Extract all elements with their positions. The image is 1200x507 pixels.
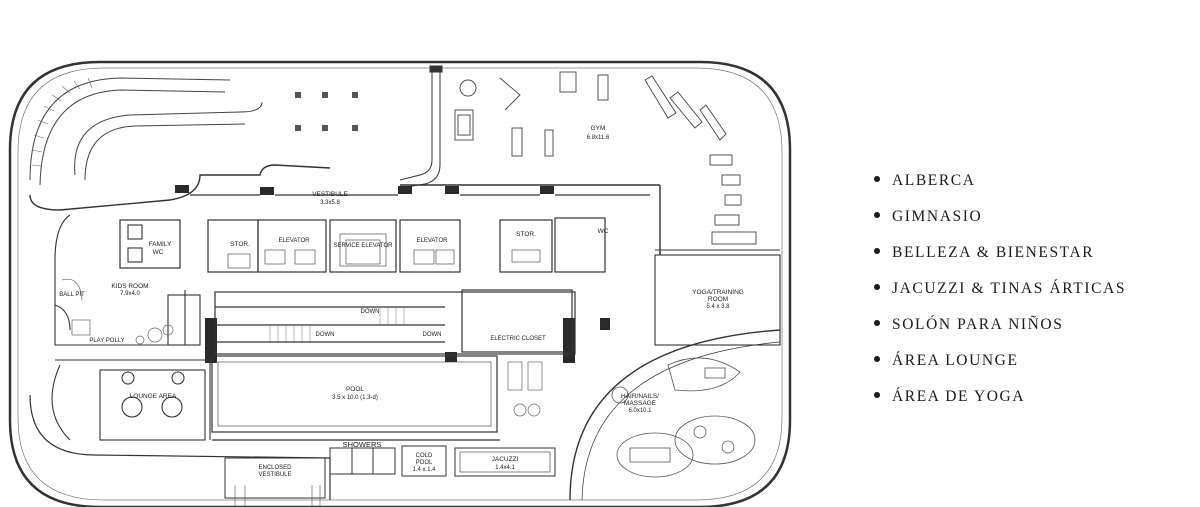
spiral-stair — [29, 77, 263, 186]
pool-label: POOL — [346, 386, 364, 393]
bullet-icon — [874, 212, 880, 219]
elevator-details — [227, 233, 541, 269]
amenity-label: BELLEZA & BIENESTAR — [892, 244, 1095, 261]
hair-nails-label-line1: HAIR/NAILS/ — [621, 393, 659, 400]
lower-curve-wall — [29, 394, 331, 500]
amenity-item: ÁREA DE YOGA — [874, 386, 1126, 422]
wet-area — [329, 445, 556, 477]
yoga-room-label-line1: YOGA/TRAINING — [692, 289, 744, 296]
bullet-icon — [874, 356, 880, 363]
showers-label: SHOWERS — [343, 440, 382, 449]
amenity-label: GIMNASIO — [892, 208, 983, 225]
lounge-area-walls — [51, 359, 211, 441]
amenity-label: SOLÓN PARA NIÑOS — [892, 316, 1064, 333]
electric-closet-label: ELECTRIC CLOSET — [490, 336, 546, 342]
stair-hatching — [269, 307, 405, 342]
down-label-3: DOWN — [423, 332, 442, 338]
amenity-label: ALBERCA — [892, 172, 976, 189]
kids-room-dims: 7.9x4.0 — [120, 291, 140, 297]
wc-label: WC — [598, 228, 609, 235]
play-furniture — [61, 278, 174, 345]
pool-area — [211, 355, 500, 441]
service-elevator-label: SERVICE ELEVATOR — [334, 243, 394, 249]
elevator-right-label: ELEVATOR — [416, 238, 448, 244]
amenity-label: JACUZZI & TINAS ÁRTICAS — [892, 280, 1127, 297]
building-outline — [8, 60, 792, 507]
amenity-item: ALBERCA — [874, 170, 1126, 206]
amenity-item: BELLEZA & BIENESTAR — [874, 242, 1126, 278]
pool-loungers — [507, 361, 543, 417]
salon-furniture — [611, 357, 756, 478]
play-polly-label: PLAY POLLY — [89, 338, 124, 344]
amenity-item: SOLÓN PARA NIÑOS — [874, 314, 1126, 350]
amenities-list: ALBERCA GIMNASIO BELLEZA & BIENESTAR JAC… — [874, 170, 1126, 422]
exit-steps — [234, 485, 321, 507]
yoga-room-dims: 5.4 x 3.8 — [706, 304, 730, 310]
jacuzzi-label: JACUZZI — [492, 456, 519, 463]
amenity-label: ÁREA DE YOGA — [892, 388, 1026, 405]
hair-nails-dims: 6.0x10.1 — [628, 408, 652, 414]
yoga-room-walls — [654, 249, 781, 346]
bullet-icon — [874, 284, 880, 291]
amenity-item: JACUZZI & TINAS ÁRTICAS — [874, 278, 1126, 314]
cold-pool-label-line1: COLD — [416, 453, 433, 459]
kids-room-walls — [54, 214, 201, 346]
gym-dims: 6.8x11.6 — [587, 135, 610, 141]
gym-label: GYM — [591, 125, 606, 132]
core-walls — [119, 194, 650, 355]
lounge-area-label: LOUNGE AREA — [130, 393, 177, 400]
down-label-1: DOWN — [361, 309, 380, 315]
amenity-label: ÁREA LOUNGE — [892, 352, 1019, 369]
terrace-markers — [295, 92, 358, 131]
cold-pool-dims: 1.4 x 1.4 — [412, 467, 436, 473]
bullet-icon — [874, 392, 880, 399]
enclosed-vestibule-box — [224, 457, 326, 499]
enclosed-vestibule-label-line2: VESTIBULE — [258, 472, 291, 478]
curved-wall-left — [29, 164, 331, 211]
gym-equipment — [454, 71, 757, 245]
amenity-item: GIMNASIO — [874, 206, 1126, 242]
hair-nails-room — [569, 329, 781, 501]
gym-walls — [400, 184, 661, 255]
bullet-icon — [874, 176, 880, 183]
building-outline-inner — [17, 67, 783, 501]
vestibule-label: VESTIBULE — [312, 191, 348, 198]
vestibule-dims: 3.3x5.8 — [320, 200, 340, 206]
yoga-room-label-line2: ROOM — [708, 296, 728, 303]
cold-pool-label-line2: POOL — [416, 460, 433, 466]
family-wc-label-line2: WC — [153, 249, 164, 256]
amenity-item: ÁREA LOUNGE — [874, 350, 1126, 386]
bullet-icon — [874, 320, 880, 327]
pool-dims: 3.5 x 10.0 (1.3-d) — [332, 395, 378, 401]
ball-pit-label: BALL PIT — [59, 292, 85, 298]
gym-ramp — [399, 65, 443, 189]
stor-right-label: STOR. — [516, 231, 536, 238]
stor-left-label: STOR. — [230, 241, 250, 248]
down-label-2: DOWN — [316, 332, 335, 338]
family-wc-label-line1: FAMILY — [149, 241, 172, 248]
floor-plan: GYM 6.8x11.6 VESTIBULE 3.3x5.8 FAMILY WC… — [8, 60, 792, 507]
hair-nails-label-line2: MASSAGE — [624, 400, 657, 407]
kids-room-label: KIDS ROOM — [111, 283, 148, 290]
elevator-left-label: ELEVATOR — [278, 238, 310, 244]
enclosed-vestibule-label-line1: ENCLOSED — [258, 465, 292, 471]
jacuzzi-dims: 1.4x4.1 — [495, 465, 515, 471]
bullet-icon — [874, 248, 880, 255]
